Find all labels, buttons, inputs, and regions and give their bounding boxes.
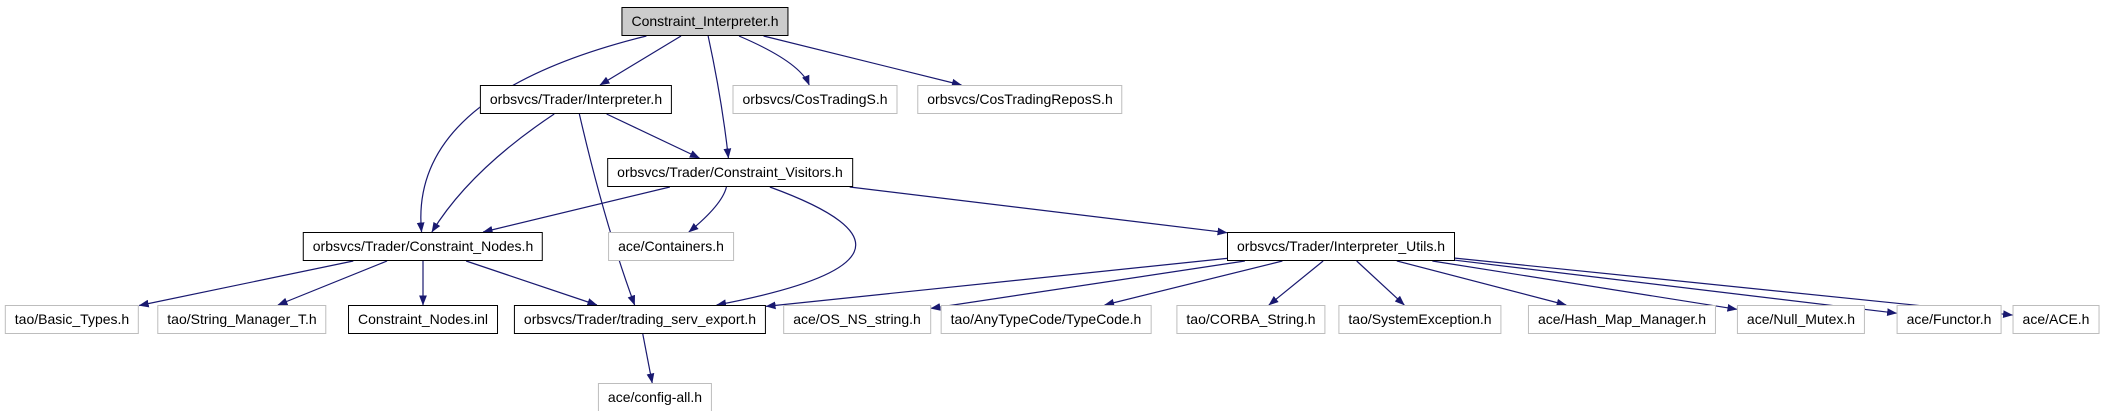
edge-interpreter_utils-to-systemexception (1356, 260, 1405, 306)
graph-node-interpreter[interactable]: orbsvcs/Trader/Interpreter.h (479, 85, 673, 114)
edge-constraint_interpreter-to-constraint_nodes (416, 35, 647, 233)
graph-node-label: ace/Functor.h (1906, 311, 1992, 327)
edge-constraint_nodes-to-string_manager (277, 260, 388, 306)
edge-constraint_nodes-to-trading_serv_export (465, 260, 598, 306)
edge-interpreter-to-constraint_visitors (606, 113, 700, 159)
graph-node-nodes_inl[interactable]: Constraint_Nodes.inl (348, 305, 498, 334)
graph-node-containers[interactable]: ace/Containers.h (608, 232, 734, 261)
graph-node-label: ace/Null_Mutex.h (1746, 311, 1856, 327)
graph-node-constraint_nodes[interactable]: orbsvcs/Trader/Constraint_Nodes.h (302, 232, 544, 261)
graph-node-label: orbsvcs/Trader/trading_serv_export.h (523, 311, 757, 327)
graph-node-label: ace/Containers.h (618, 238, 724, 254)
edge-constraint_nodes-to-basic_types (138, 260, 354, 308)
edge-interpreter_utils-to-typecode (1104, 260, 1283, 307)
edge-constraint_visitors-to-containers (688, 186, 728, 233)
graph-node-typecode[interactable]: tao/AnyTypeCode/TypeCode.h (940, 305, 1152, 334)
graph-node-ace_ace[interactable]: ace/ACE.h (2012, 305, 2100, 334)
edge-interpreter_utils-to-hash_map (1396, 260, 1567, 307)
edge-trading_serv_export-to-config_all (642, 333, 655, 384)
graph-node-basic_types[interactable]: tao/Basic_Types.h (4, 305, 140, 334)
graph-node-label: Constraint_Interpreter.h (631, 13, 779, 29)
edge-constraint_interpreter-to-interpreter (599, 35, 682, 86)
graph-node-string_manager[interactable]: tao/String_Manager_T.h (157, 305, 327, 334)
graph-node-label: tao/String_Manager_T.h (167, 311, 317, 327)
graph-node-hash_map[interactable]: ace/Hash_Map_Manager.h (1527, 305, 1717, 334)
edge-constraint_visitors-to-constraint_nodes (482, 186, 670, 234)
graph-node-label: Constraint_Nodes.inl (358, 311, 488, 327)
graph-node-label: ace/Hash_Map_Manager.h (1537, 311, 1707, 327)
edge-constraint_visitors-to-interpreter_utils (849, 186, 1228, 236)
graph-node-systemexception[interactable]: tao/SystemException.h (1338, 305, 1502, 334)
edge-interpreter-to-trading_serv_export (578, 113, 636, 306)
graph-node-costradings[interactable]: orbsvcs/CosTradingS.h (732, 85, 898, 114)
graph-node-costradingrepos[interactable]: orbsvcs/CosTradingReposS.h (917, 85, 1123, 114)
graph-node-interpreter_utils[interactable]: orbsvcs/Trader/Interpreter_Utils.h (1227, 232, 1455, 261)
graph-node-label: ace/OS_NS_string.h (793, 311, 921, 327)
edge-constraint_interpreter-to-constraint_visitors (707, 35, 732, 159)
edge-interpreter_utils-to-null_mutex (1432, 260, 1738, 312)
edge-constraint_visitors-to-trading_serv_export (716, 186, 857, 308)
graph-node-null_mutex[interactable]: ace/Null_Mutex.h (1736, 305, 1866, 334)
graph-node-label: tao/CORBA_String.h (1186, 311, 1316, 327)
graph-node-label: ace/config-all.h (607, 389, 703, 405)
graph-node-corba_string[interactable]: tao/CORBA_String.h (1176, 305, 1326, 334)
edge-interpreter_utils-to-trading_serv_export (765, 257, 1228, 310)
graph-node-constraint_interpreter[interactable]: Constraint_Interpreter.h (621, 7, 789, 36)
graph-node-label: orbsvcs/CosTradingS.h (742, 91, 888, 107)
graph-node-label: orbsvcs/Trader/Constraint_Nodes.h (312, 238, 534, 254)
graph-node-config_all[interactable]: ace/config-all.h (597, 383, 713, 411)
graph-node-label: orbsvcs/Trader/Interpreter_Utils.h (1237, 238, 1445, 254)
graph-node-label: tao/SystemException.h (1348, 311, 1492, 327)
graph-node-constraint_visitors[interactable]: orbsvcs/Trader/Constraint_Visitors.h (607, 158, 853, 187)
edge-constraint_interpreter-to-costradings (738, 35, 810, 86)
edge-constraint_interpreter-to-costradingrepos (763, 35, 962, 87)
graph-node-functor[interactable]: ace/Functor.h (1896, 305, 2002, 334)
graph-node-label: ace/ACE.h (2022, 311, 2090, 327)
edge-interpreter-to-constraint_nodes (431, 113, 555, 233)
graph-node-label: tao/Basic_Types.h (14, 311, 130, 327)
graph-node-trading_serv_export[interactable]: orbsvcs/Trader/trading_serv_export.h (513, 305, 767, 334)
graph-node-label: orbsvcs/Trader/Constraint_Visitors.h (617, 164, 843, 180)
edge-interpreter_utils-to-functor (1454, 259, 1898, 316)
edge-interpreter_utils-to-os_ns_string (930, 260, 1245, 311)
graph-node-label: tao/AnyTypeCode/TypeCode.h (950, 311, 1142, 327)
edge-interpreter_utils-to-corba_string (1268, 260, 1324, 306)
graph-node-os_ns_string[interactable]: ace/OS_NS_string.h (783, 305, 931, 334)
graph-node-label: orbsvcs/Trader/Interpreter.h (489, 91, 663, 107)
graph-node-label: orbsvcs/CosTradingReposS.h (927, 91, 1113, 107)
